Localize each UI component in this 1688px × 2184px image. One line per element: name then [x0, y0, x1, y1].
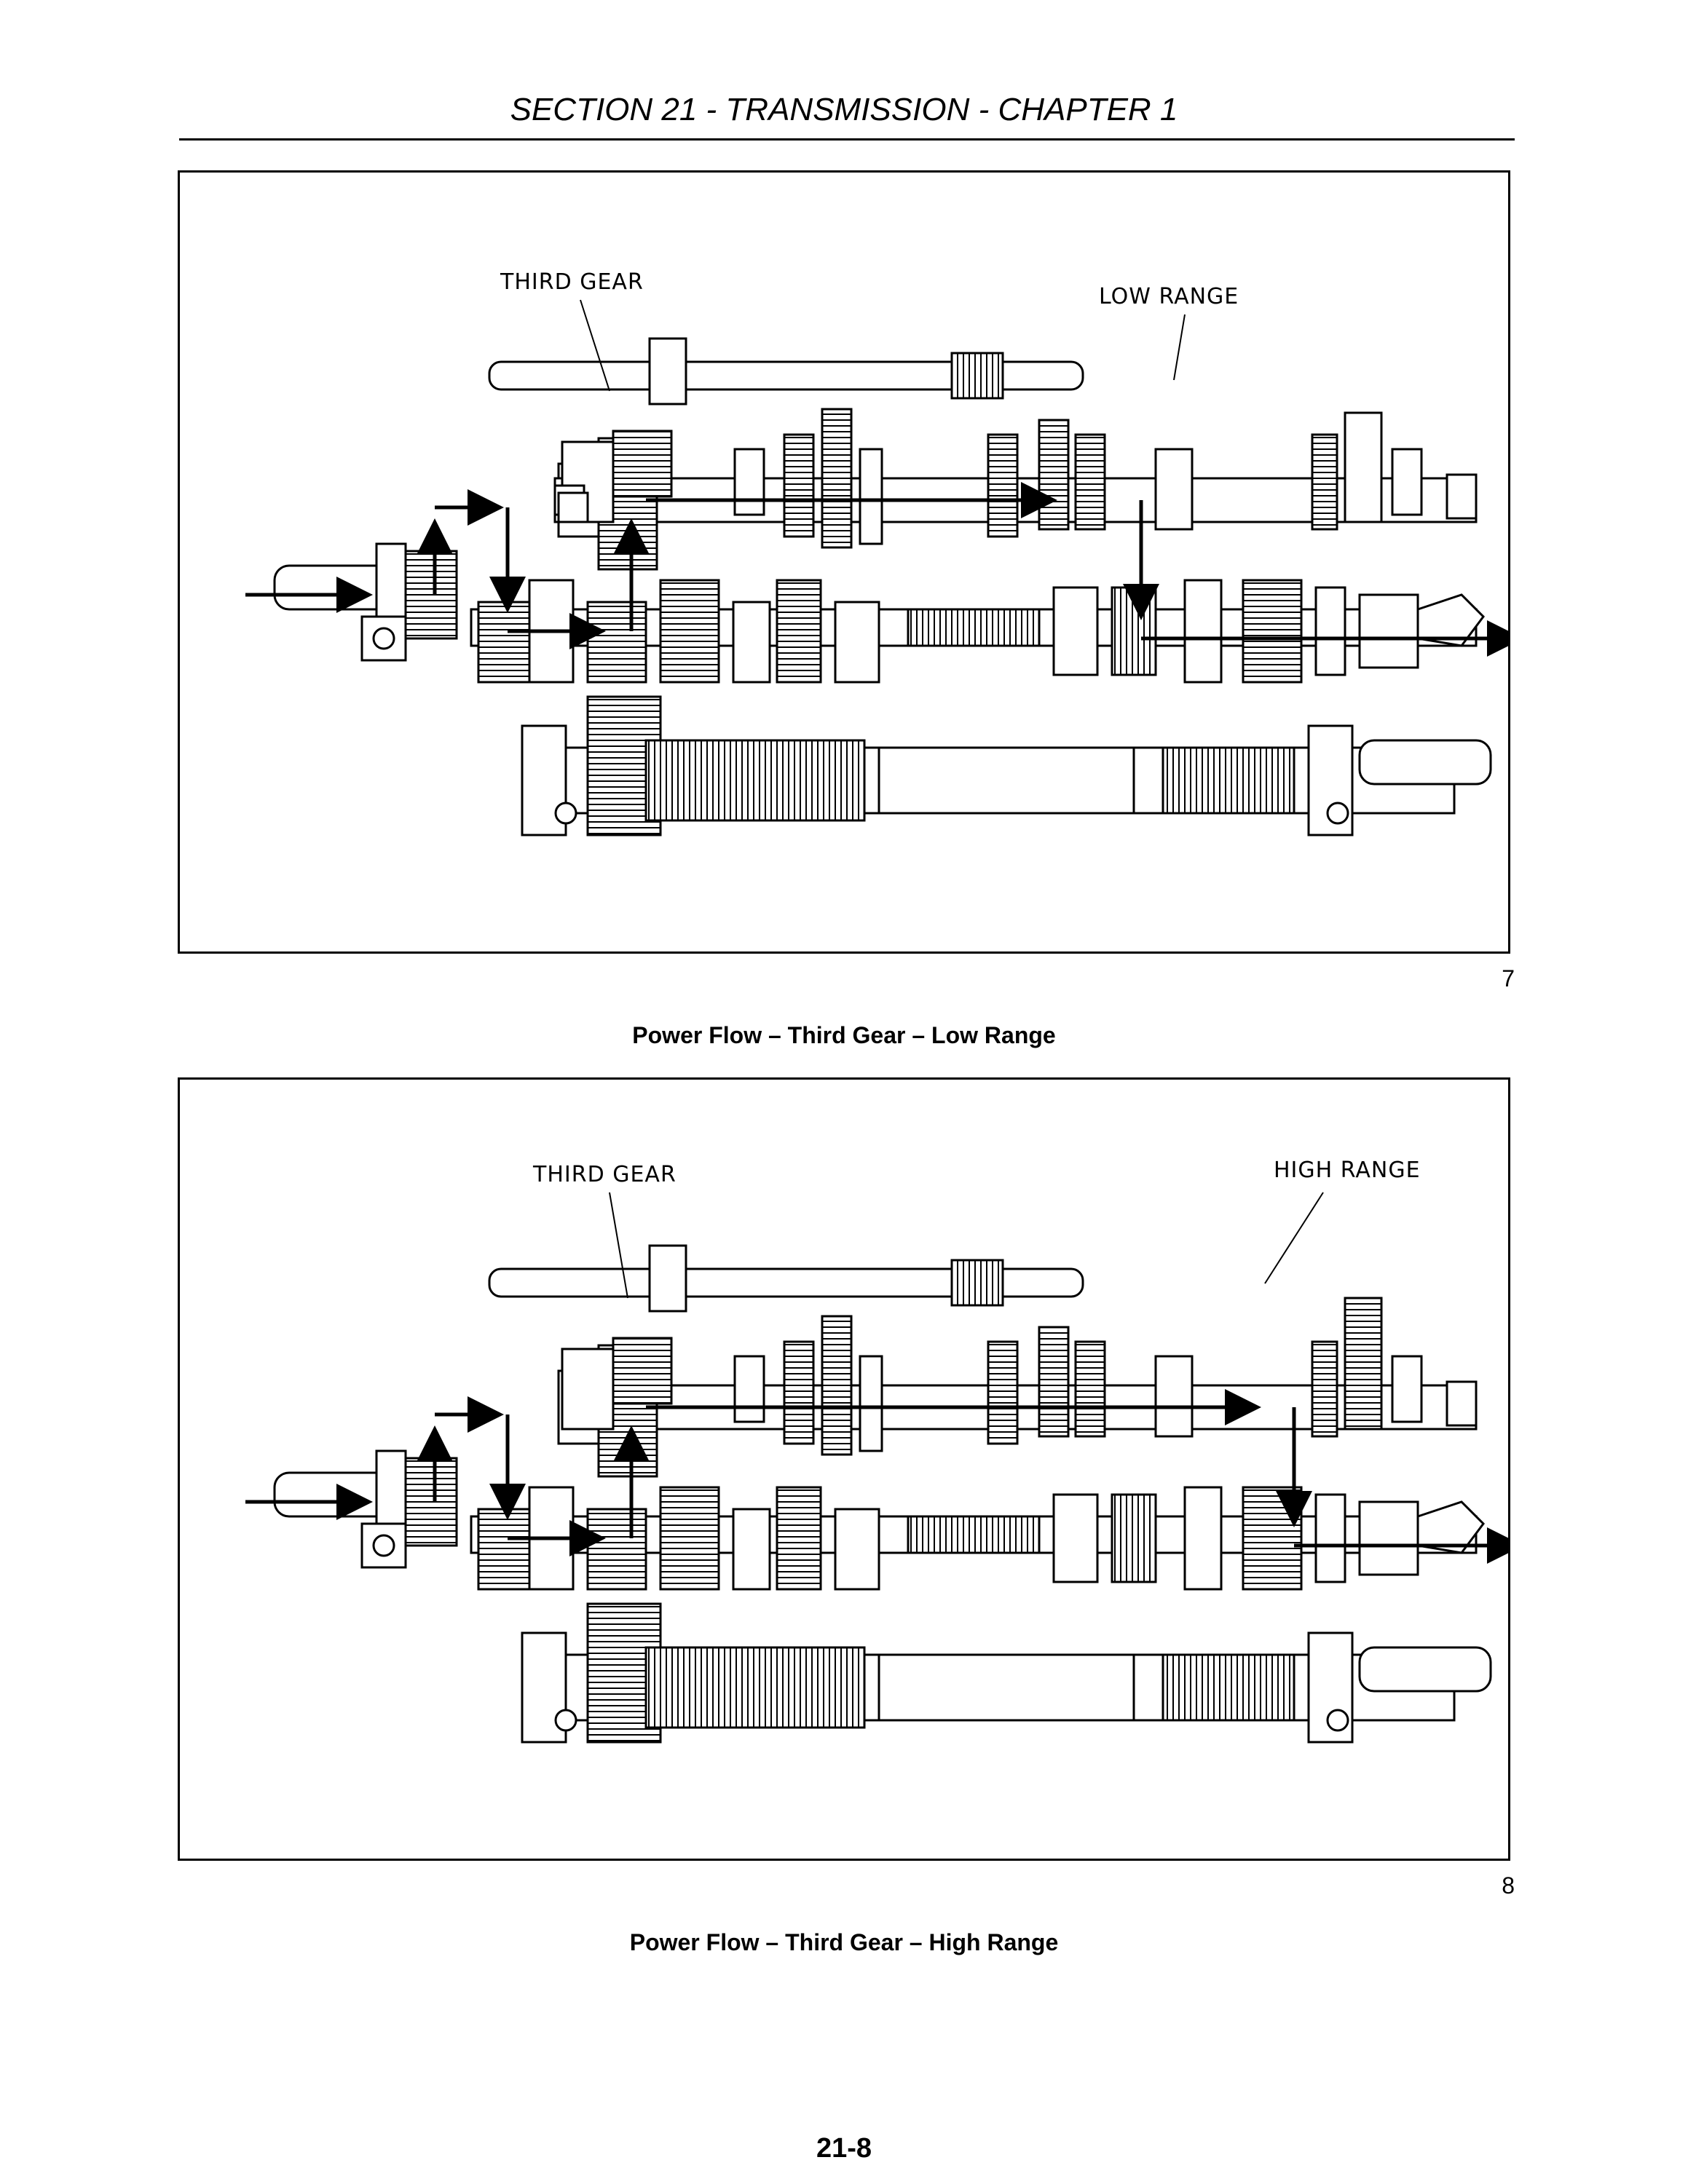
figure-7-label-third-gear: THIRD GEAR [500, 269, 644, 295]
figure-8-caption: Power Flow – Third Gear – High Range [629, 1929, 1059, 1955]
header-rule [179, 138, 1515, 141]
figure-8-label-high-range: HIGH RANGE [1274, 1158, 1421, 1183]
figure-7-label-low-range: LOW RANGE [1099, 284, 1239, 309]
figure-8-frame: THIRD GEAR HIGH RANGE [178, 1077, 1510, 1861]
figure-8-transmission-diagram: THIRD GEAR HIGH RANGE [245, 1158, 1508, 1744]
figure-8-number: 8 [1502, 1872, 1515, 1899]
figure-7-number: 7 [1502, 965, 1515, 992]
figure-7-frame: THIRD GEAR LOW RANGE [178, 170, 1510, 954]
page-number: 21-8 [816, 2133, 872, 2164]
section-header-title: SECTION 21 - TRANSMISSION - CHAPTER 1 [510, 92, 1178, 127]
figure-7-caption: Power Flow – Third Gear – Low Range [632, 1022, 1056, 1048]
figure-7-transmission-diagram: THIRD GEAR LOW RANGE [245, 269, 1508, 836]
figure-8-label-third-gear: THIRD GEAR [532, 1162, 677, 1187]
